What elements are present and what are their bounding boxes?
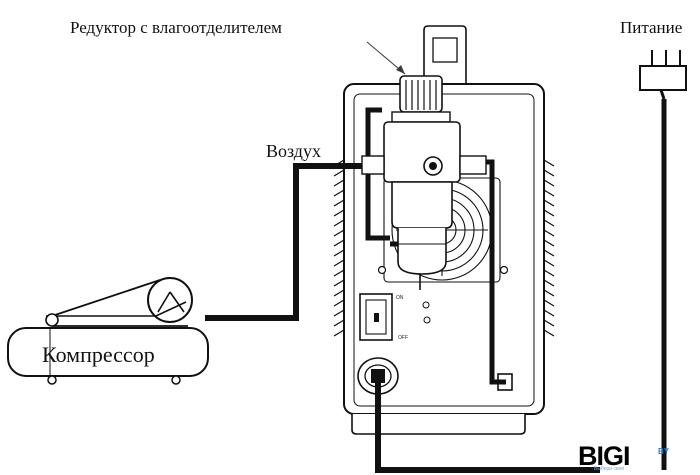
output-connector[interactable] (357, 357, 399, 395)
compressor-unit (7, 277, 209, 385)
logo-suffix: BY (658, 447, 670, 456)
site-logo: BIGI (578, 438, 631, 471)
screw-icon (377, 265, 387, 275)
switch-off-label: OFF (398, 335, 408, 341)
regulator-with-water-separator (361, 75, 487, 290)
compressor-label: Компрессор (42, 342, 155, 367)
power-plug-icon (639, 50, 687, 100)
power-label: Питание (620, 18, 682, 37)
regulator-pointer-arrow (366, 41, 406, 75)
air-label: Воздух (266, 141, 321, 161)
screw-icon (499, 265, 509, 275)
air-hose (205, 163, 368, 321)
logo-tagline: Выбери своё (594, 466, 625, 472)
torch-cable (375, 376, 600, 473)
right-heatsink (543, 159, 555, 337)
left-heatsink (333, 159, 345, 337)
indicator-lights (422, 301, 431, 324)
internal-hose-right (486, 159, 506, 385)
switch-on-label: ON (396, 295, 404, 301)
power-switch[interactable] (359, 293, 393, 341)
logo-text: BIGI (578, 441, 631, 471)
pulley-icon (45, 313, 59, 327)
regulator-label: Редуктор с влагоотделителем (70, 18, 282, 37)
